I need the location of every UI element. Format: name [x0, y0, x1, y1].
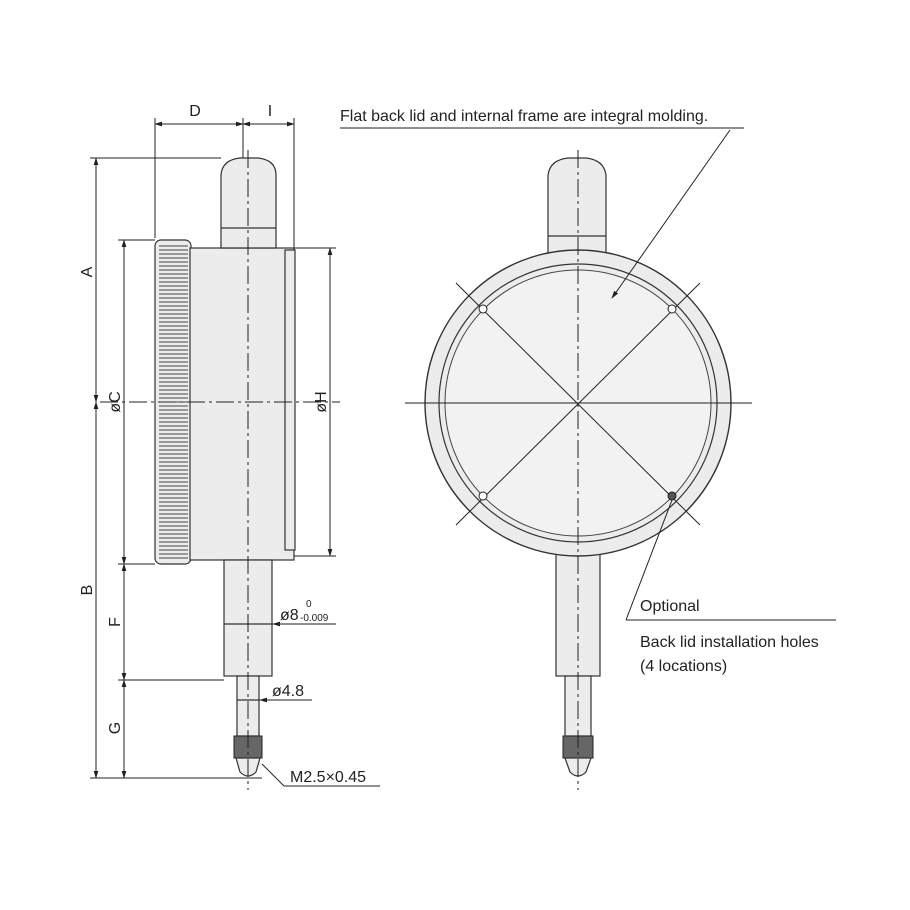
case-body: [189, 247, 295, 561]
note-integral-molding: Flat back lid and internal frame are int…: [340, 108, 708, 125]
dim-b-label: B: [79, 585, 96, 596]
front-top-cap: [547, 157, 607, 256]
note-optional: Optional: [640, 598, 700, 615]
note-holes-line1: Back lid installation holes: [640, 634, 819, 651]
spindle-diameter-label: ø4.8: [272, 683, 304, 700]
dim-f-label: F: [107, 617, 124, 627]
mounting-hole-br: [667, 491, 677, 501]
mounting-hole-tl: [478, 304, 488, 314]
dim-d-label: D: [189, 103, 201, 120]
case-back-rim: [284, 249, 296, 551]
stem-diameter-label: ø8: [280, 607, 299, 624]
mounting-hole-bl: [478, 491, 488, 501]
stem-tolerance-lower: -0.009: [300, 613, 329, 624]
dim-g-label: G: [107, 722, 124, 734]
dim-c-label: øC: [107, 391, 124, 412]
dim-h-label: øH: [313, 391, 330, 412]
stem-tolerance-upper: 0: [306, 599, 312, 610]
dim-a-label: A: [79, 266, 96, 277]
mounting-hole-tr: [667, 304, 677, 314]
note-holes-line2: (4 locations): [640, 658, 727, 675]
thread-spec-label: M2.5×0.45: [290, 769, 366, 786]
side-view: D I A B øC F G øH ø8 0 -0.009 ø4.8: [79, 103, 380, 790]
front-view: Flat back lid and internal frame are int…: [340, 108, 836, 790]
bezel-knurl: [159, 245, 188, 559]
dim-i-label: I: [268, 103, 272, 120]
